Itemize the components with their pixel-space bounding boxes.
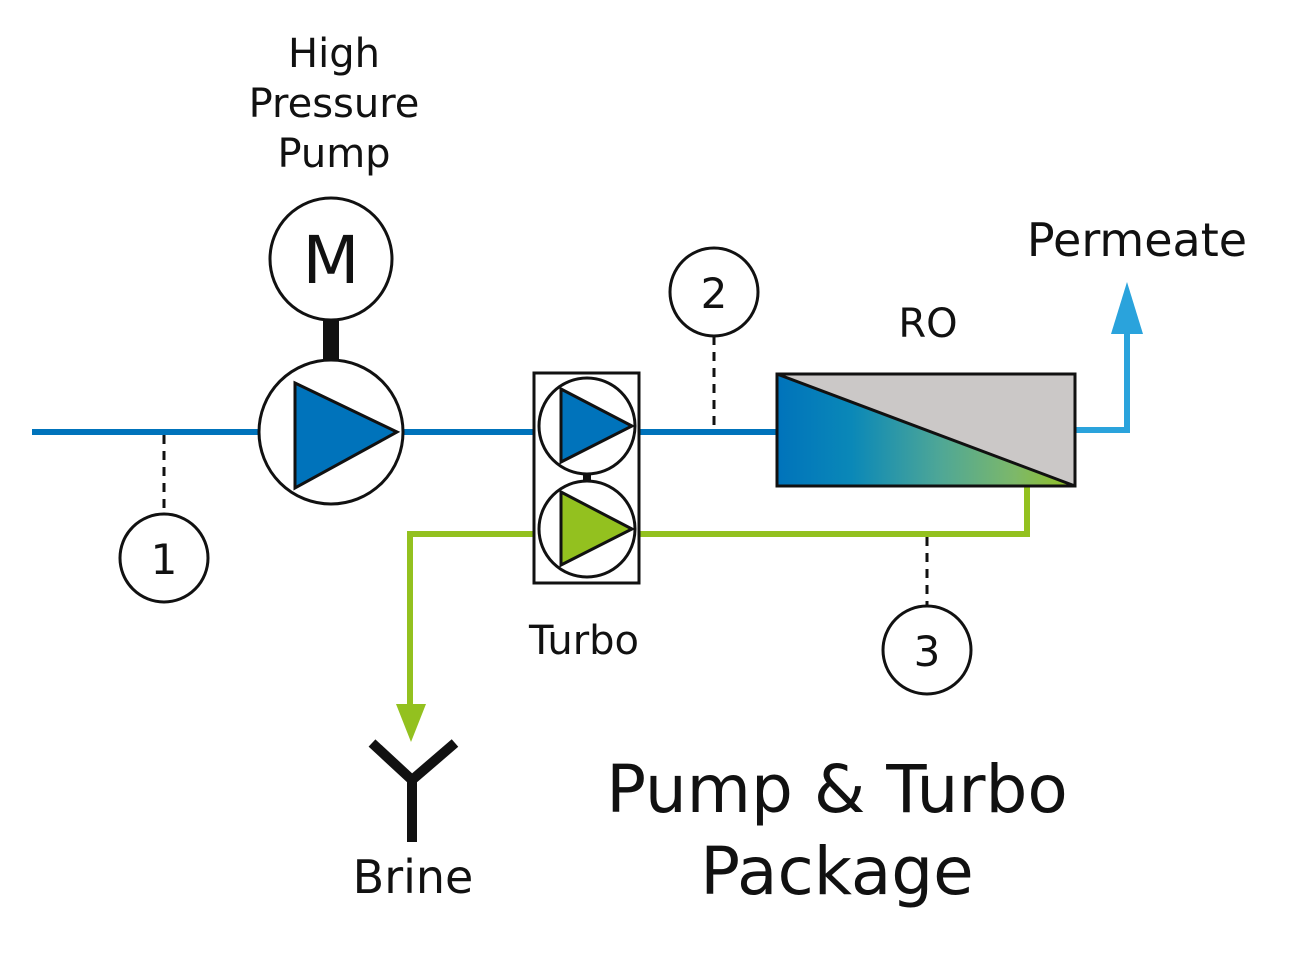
diagram-title-line-1: Pump & Turbo <box>606 751 1068 828</box>
point-1-label: 1 <box>151 535 178 584</box>
brine-arrow-head <box>396 704 426 742</box>
point-3-label: 3 <box>914 627 941 676</box>
turbine-triangle-icon <box>559 489 636 568</box>
pump-label-line-2: Pressure <box>249 81 420 127</box>
diagram-title-line-2: Package <box>700 833 974 910</box>
point-2-label: 2 <box>701 269 728 318</box>
turbo-pump-triangle-icon <box>559 386 636 465</box>
pump-triangle-icon <box>293 380 401 491</box>
permeate-arrow-head <box>1111 282 1143 334</box>
brine-label: Brine <box>353 850 474 904</box>
permeate-line <box>1076 330 1130 433</box>
point-2-marker: 2 <box>668 246 760 338</box>
motor-icon <box>268 196 394 322</box>
motor-label: M <box>303 222 360 299</box>
ro-label: RO <box>898 301 957 347</box>
brine-outlet-icon <box>368 739 459 842</box>
high-pressure-pump: M <box>257 196 405 506</box>
point-3-marker: 3 <box>881 604 973 696</box>
brine-discharge-line <box>407 531 538 712</box>
permeate-label: Permeate <box>1027 213 1247 267</box>
brine-return-line <box>636 486 1030 537</box>
point-1-marker: 1 <box>118 512 210 604</box>
pump-label-line-3: Pump <box>277 131 390 177</box>
ro-membrane <box>775 372 1077 488</box>
ro-outline <box>775 372 1077 488</box>
ro-membrane-line <box>776 372 1076 488</box>
turbo-label: Turbo <box>528 618 639 664</box>
turbo-unit <box>532 371 641 585</box>
pump-label-line-1: High <box>288 31 380 77</box>
